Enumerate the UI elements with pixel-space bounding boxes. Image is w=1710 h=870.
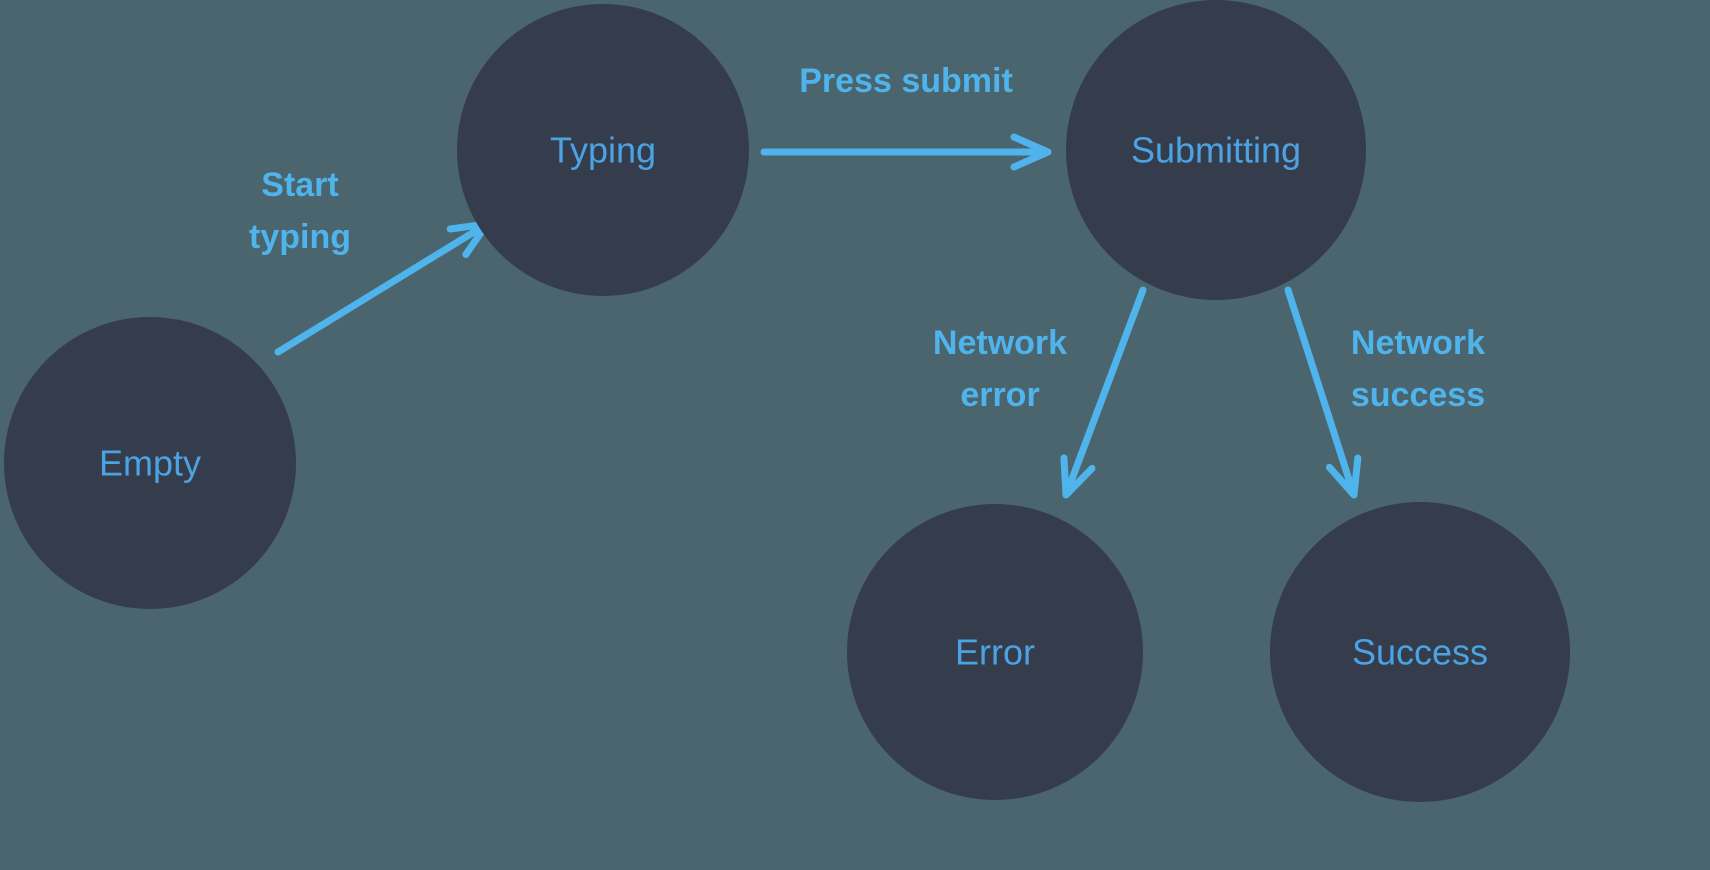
state-node-typing[interactable]: Typing xyxy=(457,4,749,296)
state-label-submitting: Submitting xyxy=(1131,130,1301,171)
state-circle[interactable] xyxy=(457,4,749,296)
transition-label-network-success: Network success xyxy=(1351,324,1485,414)
state-label-empty: Empty xyxy=(99,443,201,484)
transition-label-line: Network xyxy=(1351,324,1485,362)
transition-line xyxy=(1284,286,1357,495)
transition-network-success xyxy=(1284,286,1362,499)
transition-network-error xyxy=(1060,286,1147,499)
state-node-success[interactable]: Success xyxy=(1270,502,1570,802)
transition-label-start-typing: Start typing xyxy=(249,166,351,256)
transition-label-line: Network xyxy=(933,324,1067,362)
state-circle[interactable] xyxy=(4,317,296,609)
arrowhead-icon xyxy=(1010,133,1052,171)
transition-label-line: Press submit xyxy=(799,62,1013,100)
transition-line xyxy=(274,222,488,356)
state-label-error: Error xyxy=(955,632,1035,673)
transition-line xyxy=(1063,286,1147,495)
state-node-empty[interactable]: Empty xyxy=(4,317,296,609)
state-circle[interactable] xyxy=(1066,0,1366,300)
state-label-typing: Typing xyxy=(550,130,656,171)
transition-label-line: typing xyxy=(249,218,351,256)
transition-label-line: error xyxy=(960,376,1039,414)
arrowhead-icon xyxy=(1325,454,1362,499)
state-node-submitting[interactable]: Submitting xyxy=(1066,0,1366,300)
transition-label-line: Start xyxy=(261,166,338,204)
transitions-layer xyxy=(274,133,1362,499)
state-node-error[interactable]: Error xyxy=(847,504,1143,800)
transition-press-submit xyxy=(760,133,1052,171)
arrowhead-icon xyxy=(1060,454,1096,499)
transition-label-press-submit: Press submit xyxy=(799,62,1013,100)
state-circle[interactable] xyxy=(847,504,1143,800)
transition-label-line: success xyxy=(1351,376,1485,414)
transition-label-network-error: Network error xyxy=(933,324,1067,414)
state-circle[interactable] xyxy=(1270,502,1570,802)
state-label-success: Success xyxy=(1352,632,1488,673)
